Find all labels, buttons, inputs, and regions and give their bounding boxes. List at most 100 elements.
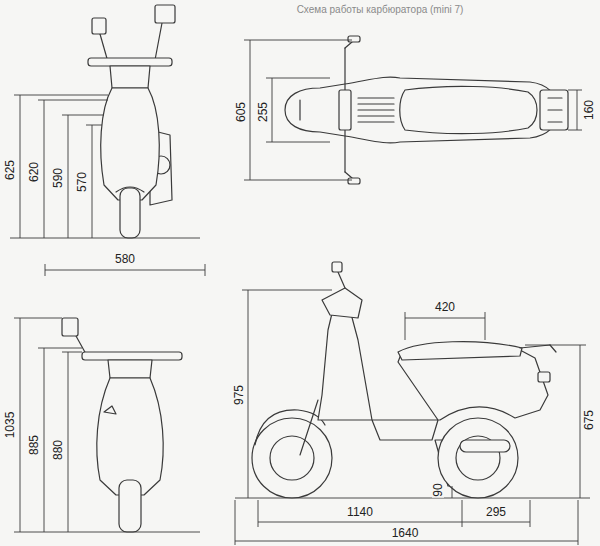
dimension-lines-stroke: [235, 498, 590, 499]
dimension-lines-stroke: [568, 130, 582, 131]
dimension-lines-stroke: [44, 100, 45, 238]
top-view: [285, 36, 568, 184]
dimension-lines-stroke: [580, 345, 581, 498]
dimension-label: 255: [257, 101, 269, 123]
front-view-stroke: [116, 187, 144, 192]
dimension-lines: [10, 40, 590, 545]
top-view-stroke: [548, 121, 562, 122]
dimension-lines-stroke: [45, 264, 46, 276]
side-view-stroke: [255, 410, 325, 445]
side-view-stroke: [332, 262, 342, 272]
side-view-stroke: [520, 345, 550, 348]
dimension-label: 880: [52, 439, 64, 461]
side-view: [252, 262, 556, 498]
dimension-lines-stroke: [205, 264, 206, 276]
top-view-stroke: [358, 115, 394, 116]
top-view-stroke: [358, 103, 394, 104]
top-view-stroke: [339, 90, 351, 130]
side-view-stroke: [300, 400, 318, 455]
top-view-stroke: [400, 86, 537, 133]
side-view-stroke: [460, 440, 510, 452]
side-view-stroke: [550, 345, 556, 352]
top-view-stroke: [540, 90, 568, 130]
dimension-label: 590: [52, 167, 64, 189]
top-view-stroke: [358, 97, 394, 98]
dimension-lines-stroke: [62, 115, 104, 116]
dimension-label: 1035: [4, 411, 16, 440]
dimension-lines-stroke: [272, 78, 273, 142]
dimension-label: 975: [233, 384, 245, 406]
front-view-stroke: [155, 5, 175, 23]
front-view-stroke: [92, 18, 106, 34]
front-view: [88, 5, 175, 238]
dimension-lines-stroke: [14, 318, 62, 319]
rear-view-stroke: [97, 378, 163, 495]
dimension-lines-stroke: [68, 115, 69, 238]
dimension-label: 1640: [391, 527, 420, 539]
dimension-label: 1140: [346, 506, 374, 518]
dimension-label: 580: [114, 253, 136, 265]
rear-view-stroke: [76, 336, 86, 354]
side-view-stroke: [322, 288, 362, 318]
dimension-label: 605: [235, 101, 247, 123]
dimension-label: 90: [432, 482, 444, 497]
side-view-stroke: [438, 418, 518, 498]
dimension-lines-stroke: [45, 270, 205, 271]
dimension-lines-stroke: [242, 290, 332, 291]
dimension-label: 160: [583, 99, 595, 121]
dimension-lines-stroke: [235, 500, 236, 545]
scooter-drawing-stroke: [62, 5, 568, 532]
dimension-lines-stroke: [244, 40, 352, 41]
dimension-label: 295: [485, 506, 507, 518]
front-view-stroke: [110, 66, 150, 88]
top-view-stroke: [345, 42, 352, 48]
top-view-stroke: [299, 100, 300, 120]
front-view-stroke: [155, 23, 162, 60]
dimension-lines-stroke: [266, 78, 330, 79]
front-view-stroke: [101, 88, 160, 200]
rear-view-stroke: [119, 480, 141, 532]
rear-view-stroke: [62, 318, 78, 336]
dimension-lines-stroke: [525, 345, 586, 346]
dimension-lines-stroke: [44, 348, 45, 532]
side-view-stroke: [338, 272, 345, 288]
dimension-lines-stroke: [250, 40, 251, 180]
side-view-stroke: [270, 436, 314, 480]
dimension-label: 620: [28, 161, 40, 183]
dimension-lines-stroke: [462, 500, 463, 527]
watermark-text: Схема работы карбюратора (mini 7): [296, 5, 465, 15]
top-view-stroke: [548, 109, 562, 110]
dimension-lines-stroke: [14, 95, 108, 96]
front-view-stroke: [88, 58, 172, 66]
top-view-stroke: [345, 172, 352, 178]
dimension-lines-stroke: [405, 312, 406, 340]
top-view-stroke: [358, 121, 394, 122]
top-view-stroke: [358, 109, 394, 110]
dimension-lines-stroke: [20, 95, 21, 238]
dimension-lines-stroke: [577, 90, 578, 130]
dimension-lines-stroke: [248, 290, 249, 498]
rear-view-stroke: [108, 360, 152, 378]
top-view-stroke: [348, 178, 360, 184]
dimension-label: 570: [76, 171, 88, 193]
top-view-stroke: [548, 97, 562, 98]
dimension-lines-stroke: [452, 486, 453, 498]
dimension-lines-stroke: [485, 312, 486, 340]
rear-view-stroke: [104, 406, 116, 414]
dimension-lines-stroke: [38, 100, 108, 101]
rear-view: [62, 318, 182, 532]
front-view-stroke: [120, 188, 140, 238]
dimension-lines-stroke: [86, 125, 102, 126]
dimension-label: 675: [583, 409, 595, 431]
dimension-label: 885: [28, 434, 40, 456]
dimension-lines-stroke: [530, 500, 531, 527]
rear-view-stroke: [82, 352, 182, 360]
dimension-lines-stroke: [405, 318, 485, 319]
dimension-lines-stroke: [568, 90, 582, 91]
dimension-lines-stroke: [10, 238, 200, 239]
dimension-label: 420: [434, 301, 456, 313]
dimension-label: 625: [4, 159, 16, 181]
side-view-stroke: [252, 418, 332, 498]
dimension-lines-stroke: [235, 541, 578, 542]
